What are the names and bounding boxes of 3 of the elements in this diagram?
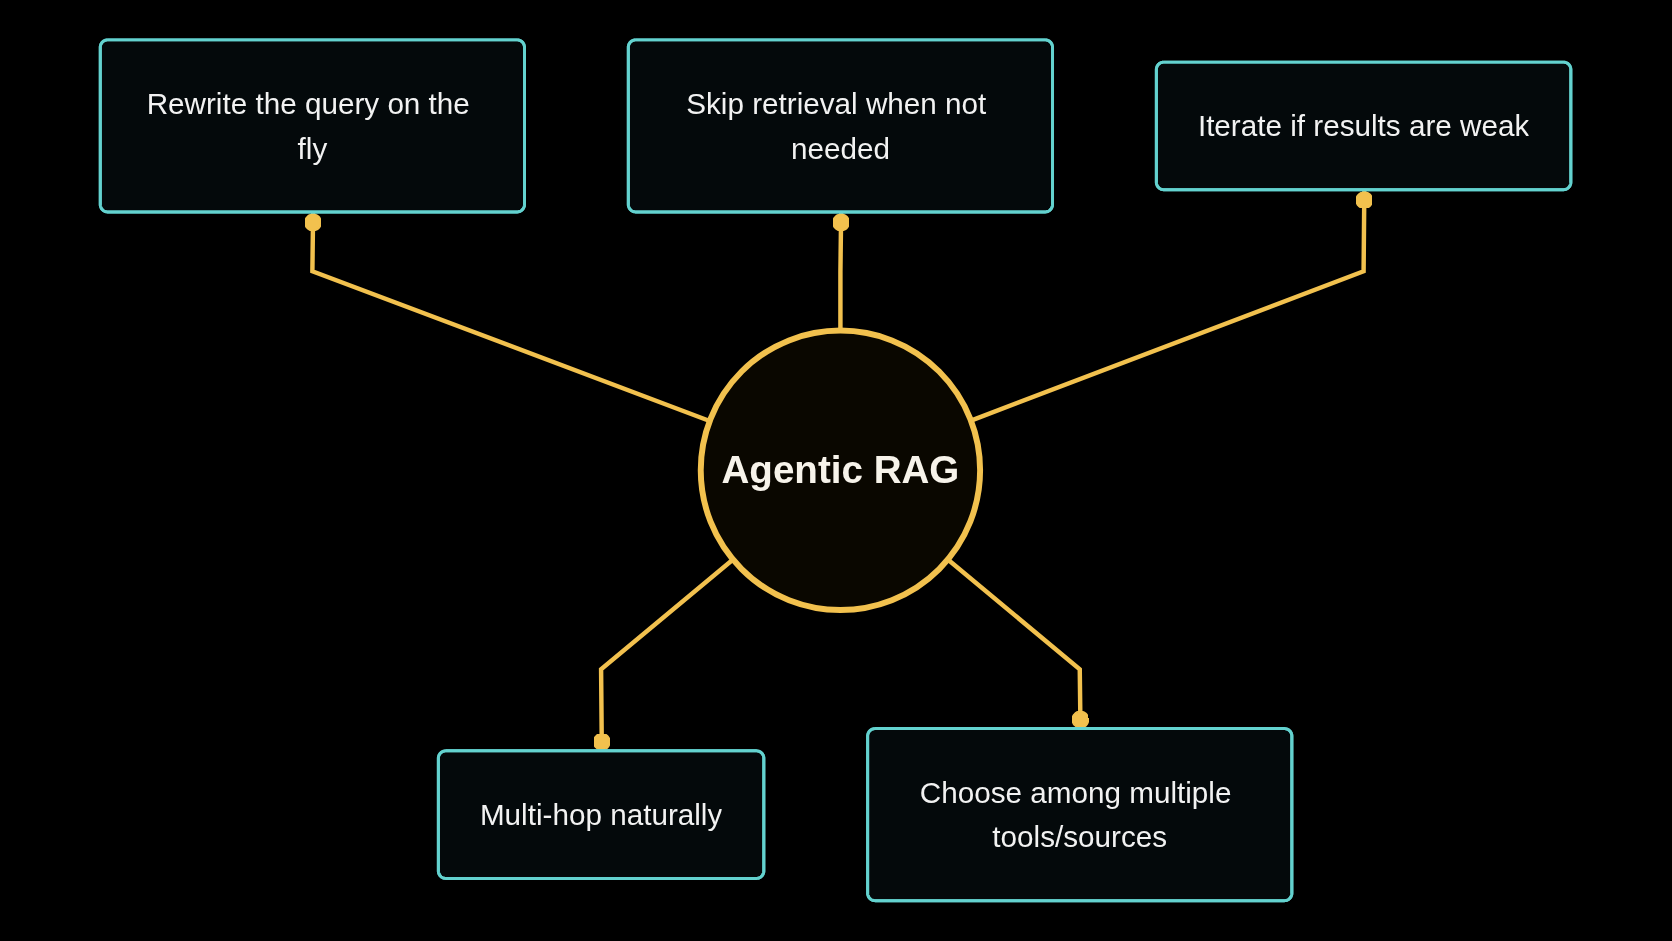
connector	[593, 558, 735, 752]
connector	[832, 212, 851, 331]
node-circle: Agentic RAG	[698, 327, 984, 614]
